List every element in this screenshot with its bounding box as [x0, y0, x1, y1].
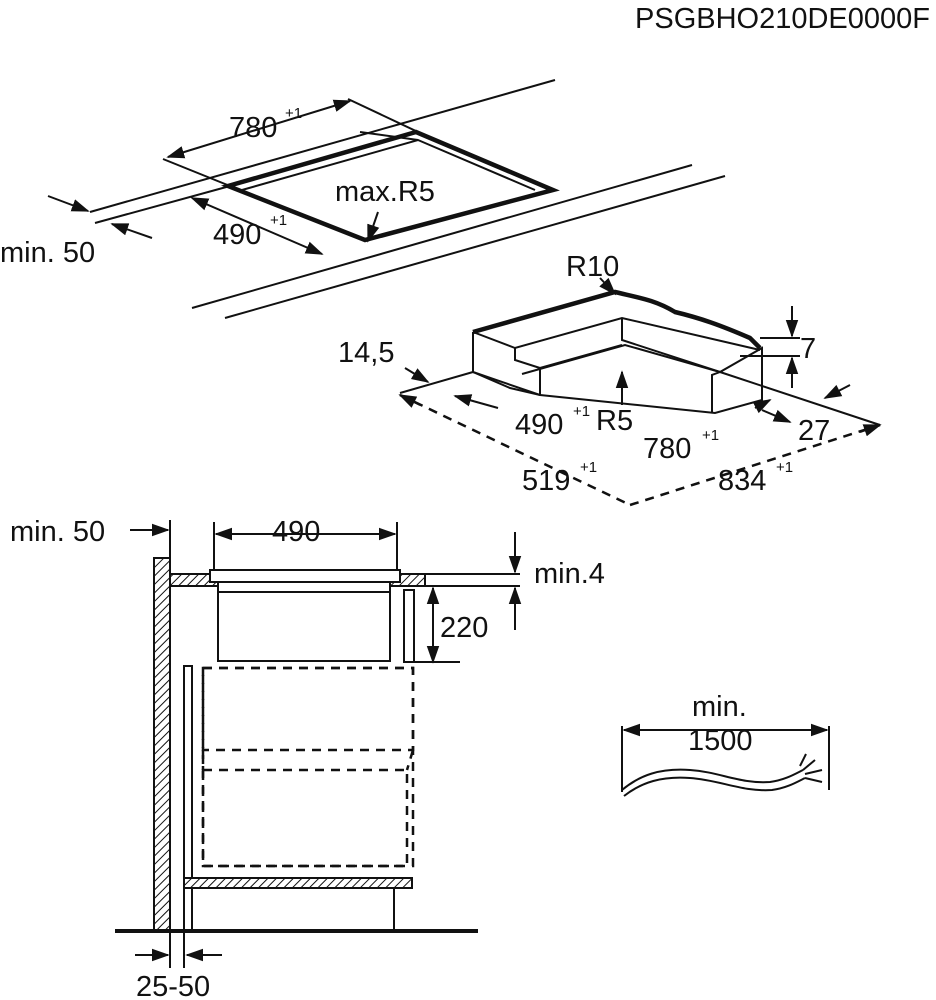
hob-glass	[209, 569, 401, 583]
edge-distance-label: min. 50	[0, 237, 95, 269]
rebate-label: 27	[798, 415, 830, 447]
inner-depth-tolerance: +1	[573, 403, 590, 420]
frame-height-label: 7	[800, 333, 816, 365]
height-label: 220	[440, 612, 488, 644]
width-arrow	[166, 99, 352, 159]
cable-wires-icon	[799, 753, 823, 783]
edge-distance-arrow-top	[47, 195, 90, 212]
rebate-arrow-right	[823, 384, 851, 399]
clearance-label: min.4	[534, 558, 605, 590]
frame-dimension-lines	[399, 277, 881, 426]
inner-width-tolerance: +1	[702, 427, 719, 444]
inner-depth-label: 490	[515, 409, 563, 441]
cable-view: min. 1500	[621, 691, 830, 797]
inner-width-label: 780	[643, 433, 691, 465]
rebate-arrow-left	[761, 409, 792, 423]
cabinet-side	[183, 665, 193, 889]
cutout-dimension-lines	[47, 98, 419, 255]
cutout-depth-label: 490	[213, 219, 261, 251]
hob-body	[217, 581, 391, 662]
document-code: PSGBHO210DE0000F	[635, 3, 930, 35]
cabinet-bottom	[183, 877, 413, 889]
edge-distance-arrow-bottom	[110, 223, 153, 239]
cutout-width-tolerance: +1	[285, 105, 302, 122]
inner-width-arrow	[752, 399, 772, 414]
frame-outer-dashed	[398, 393, 882, 507]
outer-depth-tolerance: +1	[580, 459, 597, 476]
cable-length-label: 1500	[688, 725, 753, 757]
outer-width-tolerance: +1	[776, 459, 793, 476]
frame-profile	[472, 289, 763, 415]
cutout-view: 780 +1 490 +1 max.R5 min. 50	[0, 79, 726, 319]
r10-label: R10	[566, 251, 619, 283]
back-gap-label: 25-50	[136, 971, 210, 1000]
power-cable	[621, 768, 804, 791]
cutout-width-label: 780	[229, 112, 277, 144]
inner-depth-arrow	[453, 394, 499, 409]
frame-width-label: 14,5	[338, 337, 394, 369]
hob-depth-label: 490	[272, 516, 320, 548]
wall-distance-label: min. 50	[10, 516, 105, 548]
cable-min-label: min.	[692, 691, 747, 723]
radius-arrow	[367, 211, 380, 243]
r10-arrow	[599, 277, 617, 296]
frame-view: R10 14,5 7 490 +1 R5 780 +1 27 519 +1 83…	[338, 251, 882, 507]
cutout-depth-tolerance: +1	[270, 212, 287, 229]
wall	[153, 557, 171, 931]
oven-lower	[201, 768, 409, 868]
r5-label: R5	[596, 405, 633, 437]
oven-upper	[201, 666, 415, 752]
section-view: min. 50 490 min.4 220 25-50	[10, 516, 605, 1000]
frame-width-arrow	[404, 367, 430, 383]
depth-arrow	[190, 197, 324, 255]
outer-width-label: 834	[718, 465, 766, 497]
outer-depth-label: 519	[522, 465, 570, 497]
front-panel	[403, 589, 415, 663]
cutout-radius-label: max.R5	[335, 176, 435, 208]
section-dimension-lines	[130, 520, 522, 968]
